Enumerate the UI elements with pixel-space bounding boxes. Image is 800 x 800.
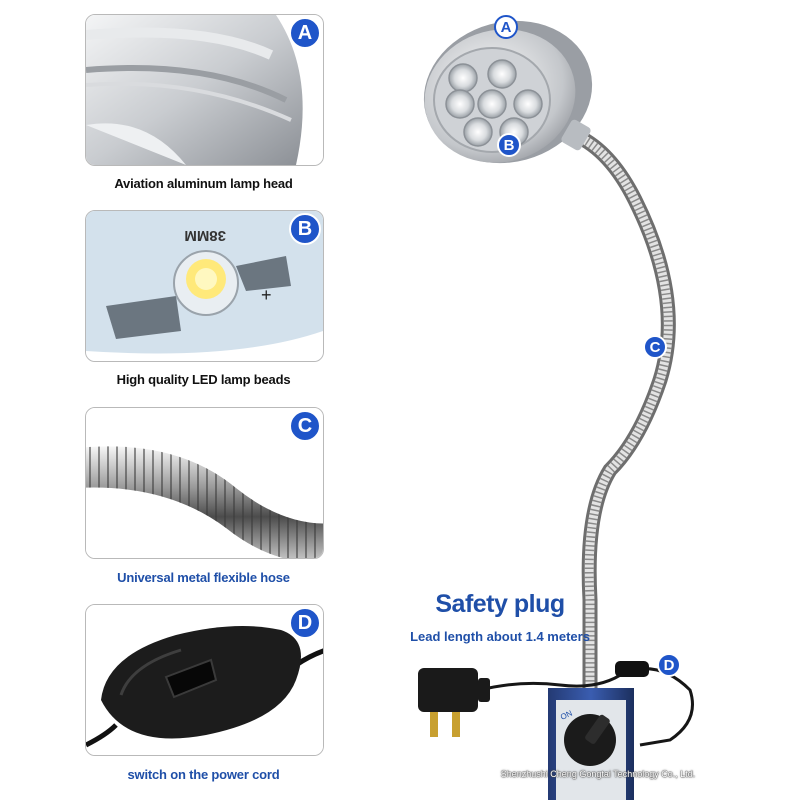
lamp-marker-d: D: [657, 653, 681, 677]
lamp-marker-c: C: [643, 335, 667, 359]
safety-plug-subtitle: Lead length about 1.4 meters: [410, 629, 590, 644]
feature-panel-lamp-head: A: [85, 14, 324, 166]
safety-plug-title: Safety plug: [435, 590, 565, 618]
badge-a: A: [289, 17, 321, 49]
caption-lamp-head: Aviation aluminum lamp head: [114, 176, 293, 191]
work-lamp-product-image: ON: [418, 20, 694, 800]
flexible-hose-closeup-image: [86, 408, 323, 558]
feature-panel-led-beads: 38MM + B: [85, 210, 324, 362]
caption-power-switch: switch on the power cord: [127, 767, 280, 782]
inline-switch-closeup-image: [86, 605, 323, 755]
led-polarity-mark: +: [261, 285, 272, 305]
feature-panel-power-switch: D: [85, 604, 324, 756]
badge-d: D: [289, 607, 321, 639]
caption-led-beads: High quality LED lamp beads: [116, 372, 291, 387]
led-bead-closeup-image: 38MM +: [86, 211, 323, 361]
badge-b: B: [289, 213, 321, 245]
lamp-marker-b: B: [497, 133, 521, 157]
badge-c: C: [289, 410, 321, 442]
led-board-label: 38MM: [184, 227, 226, 244]
company-watermark: Shenzhushi Cheng Gongtai Technology Co.,…: [500, 769, 696, 779]
caption-flexible-hose: Universal metal flexible hose: [117, 570, 290, 585]
lamp-head-closeup-image: [86, 15, 323, 165]
feature-panel-flexible-hose: C: [85, 407, 324, 559]
lamp-marker-a: A: [494, 15, 518, 39]
